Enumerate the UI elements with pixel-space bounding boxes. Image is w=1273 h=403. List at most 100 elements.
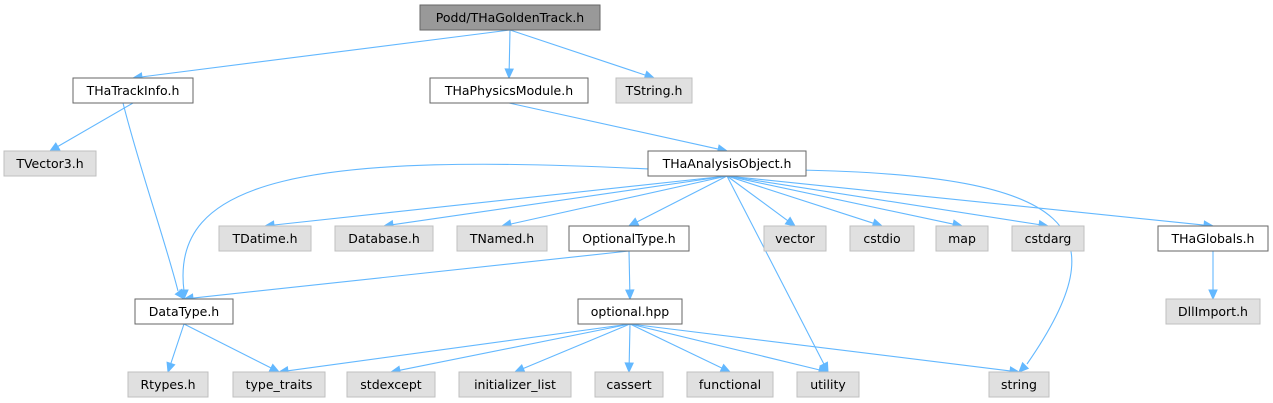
node-tnamed: TNamed.h: [456, 225, 548, 252]
edge-optionalhpp-to-typetraits: [286, 323, 631, 372]
edge-optionalhpp-to-stdexcept: [398, 323, 631, 371]
edge-analysisobject-to-cstdio: [726, 175, 875, 225]
node-box-globals: [1157, 225, 1269, 252]
node-label-cstdio: cstdio: [863, 231, 900, 246]
edge-physicsmodule-to-analysisobject: [508, 102, 720, 150]
arrowhead-root-to-physicsmodule: [504, 68, 514, 80]
node-optionalhpp[interactable]: optional.hpp: [577, 298, 683, 325]
node-box-vector: [763, 225, 827, 252]
node-tdatime: TDatime.h: [218, 225, 312, 252]
node-box-rtypes: [127, 371, 209, 398]
node-label-optionalhpp: optional.hpp: [591, 304, 669, 319]
edge-optionaltype-to-datatype: [191, 250, 630, 299]
node-box-typetraits: [232, 371, 326, 398]
node-label-globals: THaGlobals.h: [1171, 231, 1255, 246]
edge-root-to-trackinfo: [140, 29, 511, 78]
edge-trackinfo-to-datatype: [122, 102, 179, 292]
arrowhead-globals-to-dllimport: [1208, 289, 1218, 301]
node-box-optionaltype: [568, 225, 690, 252]
node-box-string: [988, 371, 1050, 398]
node-label-root: Podd/THaGoldenTrack.h: [436, 10, 584, 25]
node-label-tstring: TString.h: [625, 83, 683, 98]
node-box-root: [419, 4, 601, 31]
node-label-string: string: [1001, 377, 1037, 392]
node-box-datatype: [134, 298, 234, 325]
node-tvector3: TVector3.h: [3, 150, 97, 177]
node-typetraits: type_traits: [232, 371, 326, 398]
arrowhead-trackinfo-to-tvector3: [48, 142, 61, 152]
node-box-dllimport: [1165, 298, 1261, 325]
node-trackinfo[interactable]: THaTrackInfo.h: [72, 77, 194, 104]
edge-analysisobject-to-map: [726, 175, 955, 225]
arrowhead-datatype-to-typetraits: [268, 363, 281, 373]
edge-analysisobject-to-utility: [726, 175, 825, 366]
edge-optionalhpp-to-utility: [629, 323, 821, 371]
edge-analysisobject-to-database: [391, 175, 728, 226]
node-box-tstring: [615, 77, 693, 104]
node-box-tdatime: [218, 225, 312, 252]
arrowhead-optionalhpp-to-initlist: [513, 363, 526, 373]
node-label-optionaltype: OptionalType.h: [582, 231, 675, 246]
node-label-map: map: [948, 231, 976, 246]
node-box-analysisobject: [647, 150, 807, 177]
node-physicsmodule[interactable]: THaPhysicsModule.h: [429, 77, 589, 104]
edge-analysisobject-to-globals: [726, 175, 1206, 226]
arrowhead-analysisobject-to-datatype: [179, 289, 189, 301]
node-box-stdexcept: [346, 371, 436, 398]
arrowhead-optionalhpp-to-cassert: [624, 362, 634, 374]
node-optionaltype[interactable]: OptionalType.h: [568, 225, 690, 252]
node-box-functional: [686, 371, 774, 398]
edge-analysisobject-to-tdatime: [272, 175, 728, 226]
edge-root-to-tstring: [509, 29, 647, 76]
edge-optionaltype-to-optionalhpp: [628, 250, 631, 292]
node-map: map: [935, 225, 989, 252]
node-string: string: [988, 371, 1050, 398]
node-box-database: [334, 225, 434, 252]
node-label-utility: utility: [810, 377, 846, 392]
node-label-functional: functional: [699, 377, 761, 392]
node-box-optionalhpp: [577, 298, 683, 325]
edge-analysisobject-to-optionaltype: [635, 175, 728, 223]
arrowhead-analysisobject-to-vector: [784, 216, 796, 227]
edge-root-to-physicsmodule: [508, 29, 511, 71]
edge-trackinfo-to-tvector3: [56, 102, 134, 148]
arrowhead-optionalhpp-to-functional: [719, 363, 732, 373]
edge-datatype-to-typetraits: [183, 323, 273, 369]
edge-analysisobject-to-string: [796, 169, 1073, 365]
node-label-trackinfo: THaTrackInfo.h: [86, 83, 180, 98]
node-label-dllimport: DllImport.h: [1178, 304, 1248, 319]
node-label-cassert: cassert: [606, 377, 651, 392]
node-root[interactable]: Podd/THaGoldenTrack.h: [419, 4, 601, 31]
edge-analysisobject-to-datatype: [182, 163, 668, 292]
edge-analysisobject-to-tnamed: [509, 175, 728, 225]
node-box-physicsmodule: [429, 77, 589, 104]
edge-optionalhpp-to-initlist: [522, 323, 631, 370]
node-label-stdexcept: stdexcept: [360, 377, 421, 392]
node-box-map: [935, 225, 989, 252]
node-utility: utility: [796, 371, 860, 398]
node-analysisobject[interactable]: THaAnalysisObject.h: [647, 150, 807, 177]
node-label-rtypes: Rtypes.h: [140, 377, 195, 392]
node-datatype[interactable]: DataType.h: [134, 298, 234, 325]
node-box-tnamed: [456, 225, 548, 252]
arrowhead-analysisobject-to-optionaltype: [627, 217, 640, 227]
node-box-trackinfo: [72, 77, 194, 104]
node-box-utility: [796, 371, 860, 398]
node-label-analysisobject: THaAnalysisObject.h: [662, 156, 792, 171]
node-cstdio: cstdio: [849, 225, 915, 252]
node-box-cstdarg: [1011, 225, 1085, 252]
arrowhead-datatype-to-rtypes: [166, 361, 176, 374]
node-label-physicsmodule: THaPhysicsModule.h: [444, 83, 573, 98]
arrowhead-optionaltype-to-optionalhpp: [625, 289, 635, 301]
node-functional: functional: [686, 371, 774, 398]
node-cstdarg: cstdarg: [1011, 225, 1085, 252]
edge-datatype-to-rtypes: [170, 323, 185, 365]
node-label-tdatime: TDatime.h: [231, 231, 297, 246]
node-box-initlist: [458, 371, 572, 398]
node-label-vector: vector: [775, 231, 816, 246]
edge-optionalhpp-to-functional: [629, 323, 724, 370]
node-globals[interactable]: THaGlobals.h: [1157, 225, 1269, 252]
node-label-tnamed: TNamed.h: [469, 231, 534, 246]
